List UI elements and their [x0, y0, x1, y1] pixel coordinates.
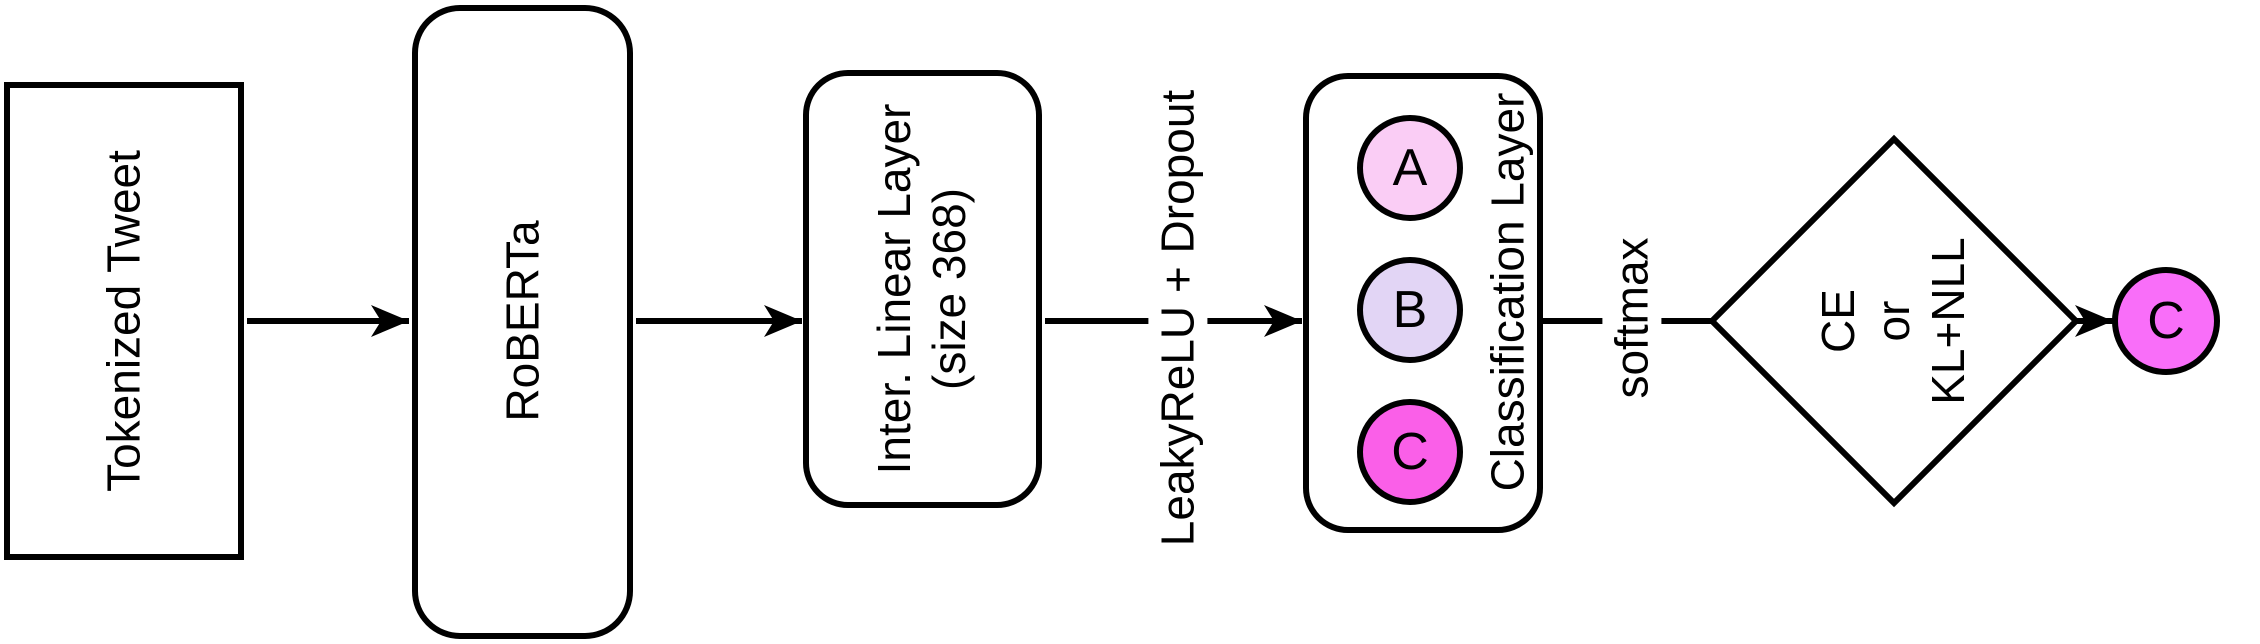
- loss-diamond-label: CE or KL+NLL: [1811, 237, 1977, 405]
- tokenized-tweet-node: [4, 82, 244, 560]
- tokenized-tweet-label: Tokenized Tweet: [97, 150, 150, 492]
- inter-linear-label-line2: (size 368): [923, 188, 975, 390]
- inter-linear-node: [803, 70, 1042, 508]
- neuron-a-circle: [1357, 115, 1463, 221]
- roberta-node: [412, 5, 633, 639]
- output-circle: [2112, 267, 2220, 375]
- neuron-c-label: C: [1391, 423, 1429, 481]
- loss-label-line1: CE: [1812, 289, 1865, 353]
- neuron-a-label: A: [1393, 139, 1428, 197]
- neuron-b-circle: [1357, 257, 1463, 363]
- loss-label-line3: KL+NLL: [1922, 237, 1975, 405]
- output-label: C: [2147, 292, 2185, 350]
- neuron-c-circle: [1357, 399, 1463, 505]
- loss-label-line2: or: [1867, 300, 1920, 342]
- neuron-b-label: B: [1393, 281, 1428, 339]
- softmax-edge-label: softmax: [1602, 231, 1662, 405]
- classification-layer-label: Classification Layer: [1481, 92, 1534, 492]
- inter-linear-label-line1: Inter. Linear Layer: [867, 103, 920, 475]
- roberta-label: RoBERTa: [496, 220, 549, 422]
- inter-linear-label: Inter. Linear Layer (size 368): [867, 104, 977, 475]
- leakyrelu-dropout-edge-label: LeakyReLU + Dropout: [1148, 83, 1208, 553]
